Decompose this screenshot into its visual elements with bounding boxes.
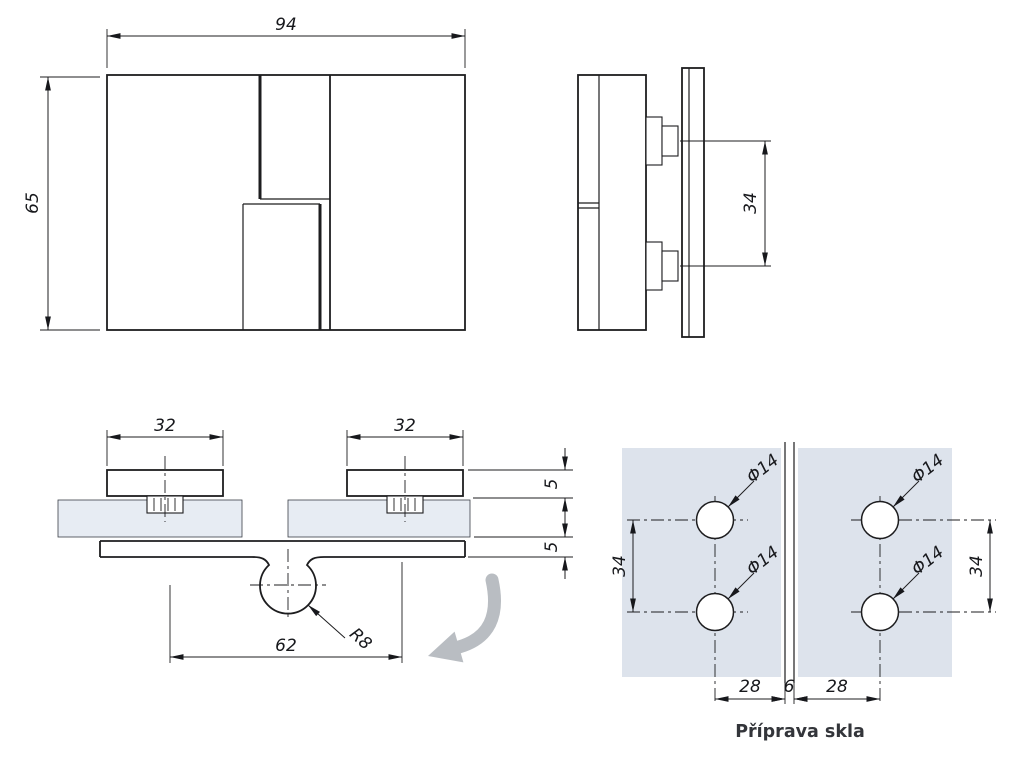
prep-left-hole-spacing-label: 34: [610, 555, 630, 577]
rotation-arrow-head: [428, 631, 464, 663]
front-hinge-outline: [106, 74, 466, 331]
section-plate-thickness-label: 5: [542, 542, 562, 553]
section-right-clamp-width-label: 32: [394, 416, 416, 436]
prep-right-hole-spacing-label: 34: [967, 555, 987, 577]
glass-prep-view: Φ14 Φ14 Φ14 Φ14 34 34 28 6 28 Příprava s…: [610, 442, 996, 742]
side-lower-screw-boss: [645, 241, 663, 291]
section-view: 32 32 5 5 R8 62: [57, 416, 573, 663]
section-knuckle: [251, 556, 325, 615]
prep-hole-top-left: [695, 500, 735, 540]
section-radius-label: R8: [345, 624, 375, 654]
section-right-glass: [287, 499, 471, 538]
front-width-dimension: 94: [106, 15, 466, 68]
side-hole-spacing-dimension: 34: [680, 140, 771, 267]
side-view-body: [577, 67, 705, 338]
section-thickness-dimensions: 5 5: [468, 448, 573, 579]
prep-glass-gap-edges: [784, 442, 795, 704]
prep-bottom-dimensions: 28 6 28: [715, 677, 880, 702]
section-left-clamp-width-dimension: 32: [106, 416, 224, 466]
rotation-arrow-tail: [452, 573, 502, 654]
section-clamp-thickness-label: 5: [542, 479, 562, 490]
front-view: 94 65: [23, 15, 466, 331]
section-right-clamp: [346, 456, 464, 522]
section-base-plate: [99, 540, 466, 621]
section-span-label: 62: [275, 636, 297, 656]
section-left-clamp-width-label: 32: [154, 416, 176, 436]
front-height-dim-label: 65: [23, 192, 43, 214]
section-span-dimension: 62: [169, 562, 403, 663]
section-right-clamp-width-dimension: 32: [346, 416, 464, 466]
prep-left-glass-panel: [622, 448, 781, 677]
side-hole-spacing-dim-label: 34: [741, 192, 761, 214]
prep-view-title: Příprava skla: [735, 722, 865, 742]
prep-right-edge-distance-label: 28: [826, 677, 848, 697]
section-left-clamp: [106, 456, 224, 522]
rotation-arrow: [428, 573, 502, 663]
side-view: 34: [577, 67, 771, 338]
side-upper-screw-boss: [645, 116, 663, 166]
prep-hole-top-right: [860, 500, 900, 540]
section-radius-callout: R8: [307, 604, 376, 654]
front-view-body: [106, 74, 466, 331]
prep-hole-bottom-right: [860, 592, 900, 632]
prep-right-glass-panel: [798, 448, 952, 677]
prep-hole-bottom-left: [695, 592, 735, 632]
front-width-dim-label: 94: [275, 15, 297, 35]
prep-right-hole-spacing-dimension: 34: [967, 520, 993, 612]
prep-gap-label: 6: [784, 677, 795, 697]
prep-left-hole-spacing-dimension: 34: [610, 520, 636, 612]
prep-holes: [695, 500, 900, 632]
side-cover-plate: [681, 67, 705, 338]
front-height-dimension: 65: [23, 76, 100, 331]
prep-left-edge-distance-label: 28: [739, 677, 761, 697]
